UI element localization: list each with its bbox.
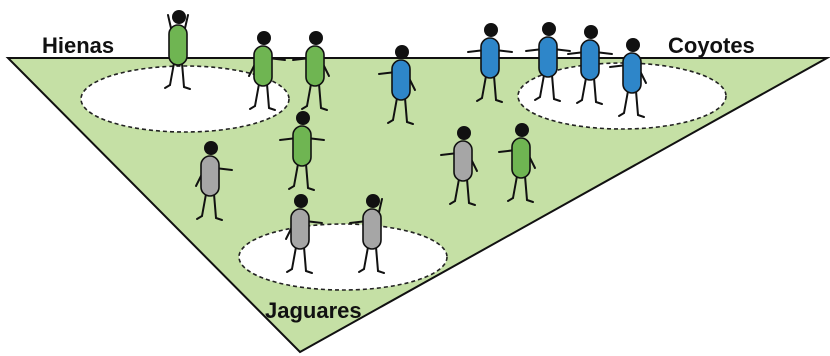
player-coyotes	[609, 38, 647, 118]
players-layer	[164, 10, 647, 274]
player-jaguares	[285, 194, 323, 274]
player-jaguares	[440, 126, 478, 206]
label-jaguares: Jaguares	[265, 298, 362, 323]
player-hienas	[164, 10, 191, 90]
player-hienas	[498, 123, 536, 203]
label-coyotes: Coyotes	[668, 33, 755, 58]
player-jaguares	[195, 141, 233, 221]
label-hienas: Hienas	[42, 33, 114, 58]
player-jaguares	[349, 194, 385, 274]
player-coyotes	[467, 23, 513, 103]
player-coyotes	[567, 25, 613, 105]
zone-jaguares	[238, 223, 448, 291]
player-hienas	[292, 31, 330, 111]
player-hienas	[279, 111, 325, 191]
zone-hienas	[80, 65, 290, 133]
player-coyotes	[378, 45, 416, 125]
zone-coyotes	[517, 62, 727, 130]
player-hienas	[248, 31, 286, 111]
player-coyotes	[525, 22, 571, 102]
